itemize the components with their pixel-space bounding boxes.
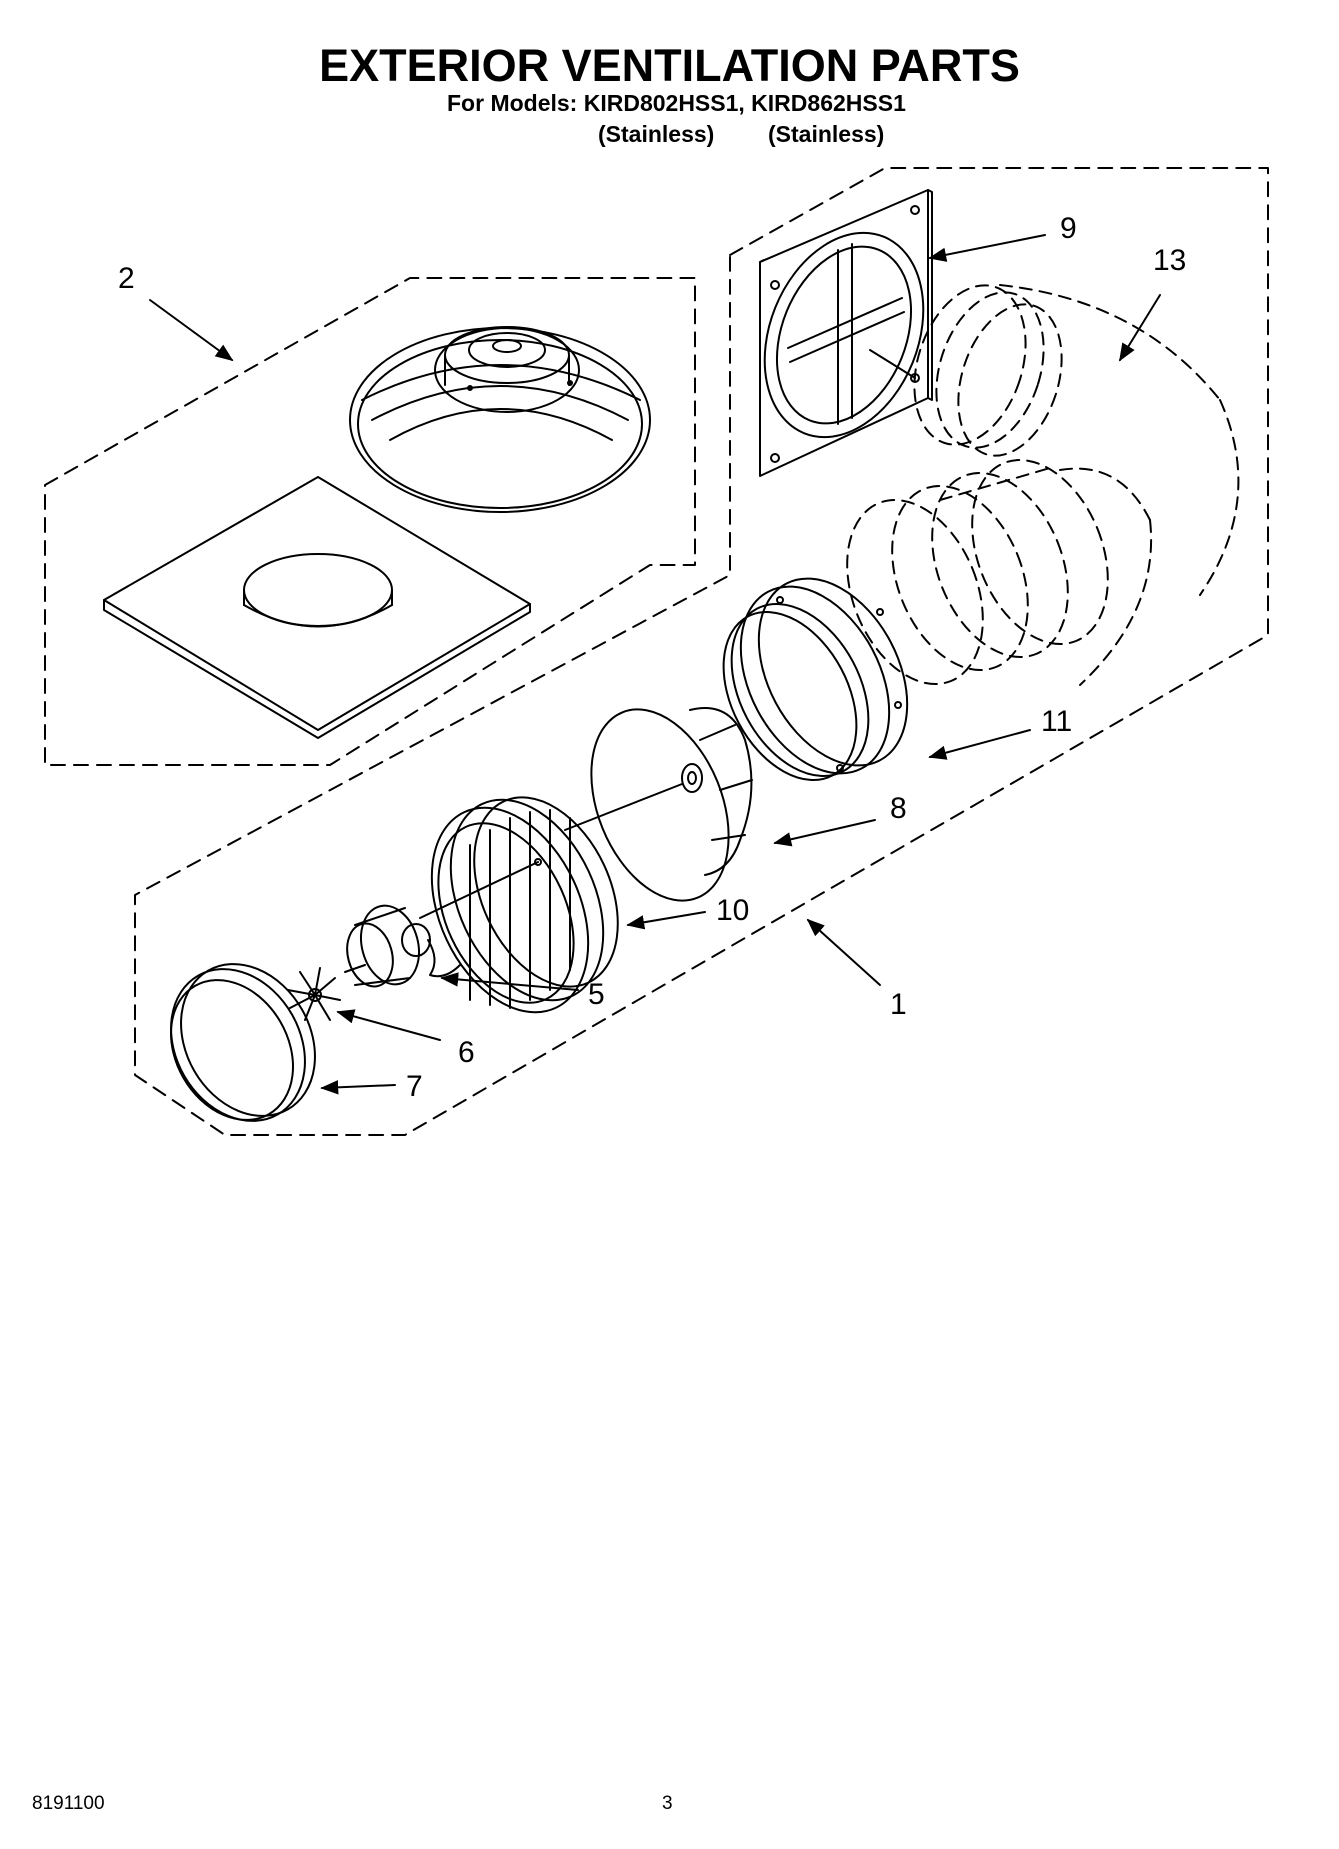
callout-13: 13 [1153,244,1187,277]
group-2-dashed-outline [44,277,696,766]
leader-arrow-5 [440,972,579,991]
flex-duct [846,284,1240,686]
blower-wheel [564,707,753,902]
grille-cover [170,963,316,1122]
leader-arrow-10 [626,911,706,930]
wall-plate [759,189,933,477]
callout-5: 5 [588,978,605,1011]
callout-6: 6 [458,1036,475,1069]
models-line: For Models: KIRD802HSS1, KIRD862HSS1 [447,90,906,116]
small-fan [287,967,341,1021]
page-number: 3 [662,1793,673,1814]
group-1-dashed-outline [134,167,1269,1136]
roof-cap [349,326,651,513]
finish-label-1: (Stainless) [598,121,715,147]
roof-flashing-plate [103,476,531,739]
damper-ring [722,577,909,782]
motor [344,904,461,988]
leader-arrow-1 [806,918,881,986]
callout-8: 8 [890,792,907,825]
leader-arrow-13 [1119,294,1161,362]
document-number: 8191100 [32,1793,105,1814]
finish-label-2: (Stainless) [768,121,885,147]
callout-1: 1 [890,988,907,1021]
page-title: EXTERIOR VENTILATION PARTS [319,40,1020,91]
leader-arrow-2 [149,299,234,362]
leader-arrow-6 [336,1009,441,1041]
callout-9: 9 [1060,212,1077,245]
callout-2: 2 [118,262,135,295]
callout-10: 10 [716,894,750,927]
motor-housing [419,796,619,1014]
callout-11: 11 [1041,705,1073,738]
leader-arrow-7 [320,1080,396,1095]
callout-7: 7 [406,1070,423,1103]
leader-arrow-8 [773,819,876,847]
leader-arrow-11 [928,729,1031,760]
leader-arrow-9 [928,234,1046,262]
